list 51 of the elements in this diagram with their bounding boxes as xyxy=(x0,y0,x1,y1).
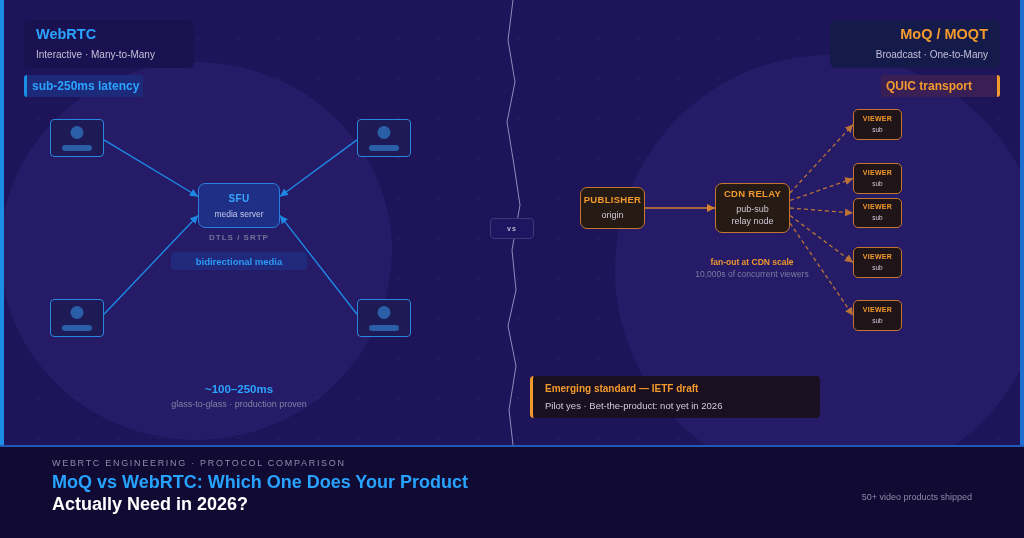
latency-value: ~100–250ms xyxy=(203,382,275,396)
header-card xyxy=(830,20,1000,68)
versus-tag xyxy=(490,218,534,239)
media-tag xyxy=(171,252,307,270)
relay-box xyxy=(715,183,790,233)
arrow xyxy=(644,204,716,212)
viewer-box xyxy=(853,198,902,228)
protocol-subtitle: Interactive · Many-to-Many xyxy=(36,49,155,61)
highlight-tag xyxy=(24,75,143,97)
node-subtitle: pub-sub relay node xyxy=(730,204,775,228)
participant-tile xyxy=(357,119,411,157)
fanout-title: fan-out at CDN scale xyxy=(709,256,795,268)
dashed-arrow xyxy=(789,177,854,202)
node-subtitle: origin xyxy=(601,210,624,222)
kicker-text: WEBRTC ENGINEERING · PROTOCOL COMPARISON xyxy=(52,457,347,469)
arrow xyxy=(279,214,358,315)
viewer-box xyxy=(853,300,902,331)
highlight-tag xyxy=(881,75,1000,97)
dashed-arrow xyxy=(789,123,854,194)
viewer-box xyxy=(853,247,902,278)
note-body: Pilot yes · Bet-the-product: not yet in 2026 xyxy=(545,400,724,411)
protocol-name: WebRTC xyxy=(36,27,97,44)
page-title: MoQ vs WebRTC: Which One Does Your Product Actually Need in 2026? xyxy=(52,471,470,515)
note-card xyxy=(530,376,820,418)
dashed-arrow xyxy=(789,214,854,264)
arrow xyxy=(103,139,199,198)
arrow xyxy=(279,139,358,198)
server-role: media server xyxy=(214,208,264,219)
node-title: CDN RELAY xyxy=(723,188,782,200)
note-heading: Emerging standard — IETF draft xyxy=(545,383,700,394)
participant-tile xyxy=(50,119,104,157)
protocol-name: MoQ / MOQT xyxy=(900,27,988,44)
protocol-caption: DTLS / SRTP xyxy=(208,232,270,244)
dashed-arrow xyxy=(789,207,854,217)
server-name: SFU xyxy=(228,192,250,204)
highlight-text: QUIC transport xyxy=(886,79,972,93)
media-text: bidirectional media xyxy=(195,255,283,267)
viewer-box xyxy=(853,163,902,194)
viewer-box xyxy=(853,109,902,140)
server-box xyxy=(198,183,280,228)
participant-tile xyxy=(357,299,411,337)
protocol-subtitle: Broadcast · One-to-Many xyxy=(875,49,988,61)
node-title: PUBLISHER xyxy=(583,194,642,206)
stats-note: 50+ video products shipped xyxy=(860,491,972,503)
latency-note: glass-to-glass · production proven xyxy=(170,398,308,410)
participant-tile xyxy=(50,299,104,337)
fanout-note: 10,000s of concurrent viewers xyxy=(694,268,810,280)
publisher-box xyxy=(580,187,645,229)
dashed-arrow xyxy=(789,222,854,317)
highlight-text: sub-250ms latency xyxy=(32,79,140,93)
arrow xyxy=(103,214,199,315)
